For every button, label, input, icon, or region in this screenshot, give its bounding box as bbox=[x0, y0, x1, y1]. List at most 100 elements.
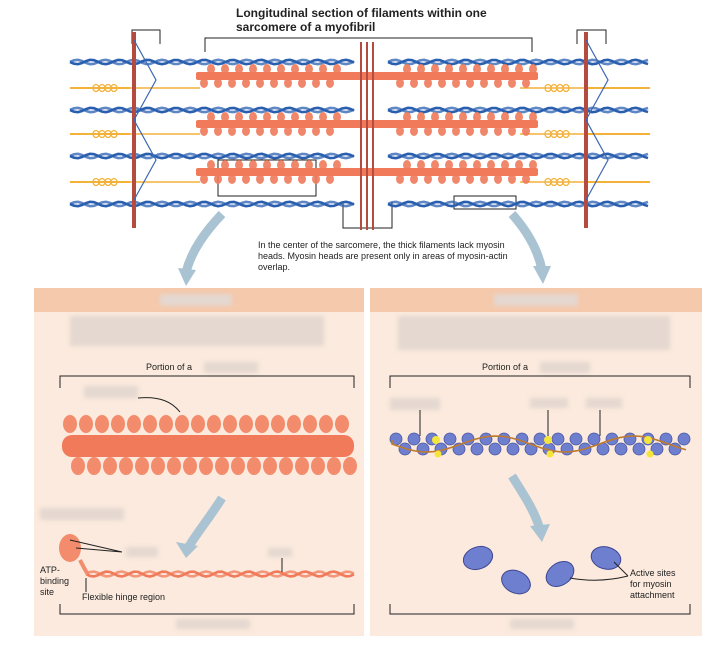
myosin-head bbox=[279, 457, 293, 475]
troponin bbox=[432, 436, 440, 444]
g-actin bbox=[560, 442, 574, 456]
myosin-head bbox=[271, 415, 285, 433]
leader-line bbox=[569, 561, 629, 581]
hidden-label bbox=[540, 362, 590, 373]
leader-line bbox=[69, 539, 123, 553]
myosin-head bbox=[119, 457, 133, 475]
g-actin-molecule bbox=[501, 569, 531, 595]
myosin-head bbox=[223, 415, 237, 433]
myosin-head bbox=[287, 415, 301, 433]
g-actin bbox=[614, 442, 628, 456]
hidden-label bbox=[586, 398, 622, 408]
portion-label-left: Portion of a bbox=[146, 362, 193, 372]
thin-filament bbox=[69, 200, 355, 208]
z-disc-link bbox=[133, 39, 157, 201]
g-actin-molecule bbox=[545, 561, 575, 587]
portion-label-right: Portion of a bbox=[482, 362, 529, 372]
myosin-head bbox=[303, 415, 317, 433]
hidden-label bbox=[40, 508, 124, 520]
myosin-head bbox=[167, 457, 181, 475]
hidden-label bbox=[510, 619, 574, 629]
thin-filament bbox=[69, 106, 355, 114]
myosin-head bbox=[135, 457, 149, 475]
myosin-head bbox=[327, 457, 341, 475]
myosin-head bbox=[207, 415, 221, 433]
g-actin-molecule bbox=[590, 546, 622, 570]
troponin bbox=[544, 436, 552, 444]
hinge bbox=[78, 559, 90, 576]
myosin-head bbox=[87, 457, 101, 475]
thin-filament bbox=[387, 58, 649, 66]
hidden-label bbox=[398, 316, 670, 350]
g-actin bbox=[551, 432, 565, 446]
atp-binding-label: ATP-binding site bbox=[40, 565, 70, 597]
myosin-head bbox=[151, 457, 165, 475]
hidden-label bbox=[176, 619, 250, 629]
g-actin bbox=[443, 432, 457, 446]
myosin-head bbox=[111, 415, 125, 433]
myosin-head bbox=[191, 415, 205, 433]
g-actin bbox=[470, 442, 484, 456]
z-line bbox=[584, 32, 588, 228]
myosin-head bbox=[127, 415, 141, 433]
thin-filament bbox=[69, 152, 355, 160]
myosin-head bbox=[239, 415, 253, 433]
myosin-head bbox=[71, 457, 85, 475]
g-actin bbox=[479, 432, 493, 446]
m-line bbox=[360, 42, 362, 230]
leader-line bbox=[419, 410, 601, 436]
myosin-head bbox=[215, 457, 229, 475]
myosin-head bbox=[247, 457, 261, 475]
myosin-head bbox=[319, 415, 333, 433]
hidden-label bbox=[268, 548, 292, 557]
troponin bbox=[644, 436, 652, 444]
hidden-label bbox=[84, 386, 138, 398]
troponin bbox=[546, 450, 554, 458]
hidden-label bbox=[530, 398, 568, 408]
g-actin bbox=[632, 442, 646, 456]
myosin-head bbox=[143, 415, 157, 433]
diagram-title: Longitudinal section of filaments within… bbox=[236, 6, 487, 34]
sarcomere-illustration bbox=[69, 29, 650, 286]
hidden-label bbox=[126, 547, 158, 557]
m-line bbox=[372, 42, 374, 230]
myosin-head bbox=[103, 457, 117, 475]
center-caption: In the center of the sarcomere, the thic… bbox=[258, 240, 508, 272]
m-line bbox=[366, 42, 368, 230]
myosin-head bbox=[95, 415, 109, 433]
thin-filament bbox=[387, 200, 649, 208]
hidden-label bbox=[204, 362, 258, 373]
leader-line bbox=[137, 397, 181, 413]
myosin-head bbox=[63, 415, 77, 433]
thin-filament bbox=[387, 106, 649, 114]
titin-coil bbox=[110, 177, 118, 187]
titin-coil bbox=[110, 129, 118, 139]
thin-filament bbox=[69, 58, 355, 66]
troponin bbox=[434, 450, 442, 458]
g-actin bbox=[569, 432, 583, 446]
myosin-head bbox=[295, 457, 309, 475]
myosin-head bbox=[311, 457, 325, 475]
hidden-label bbox=[390, 398, 440, 410]
g-actin bbox=[587, 432, 601, 446]
thick-filament-body bbox=[62, 435, 354, 457]
myosin-tail bbox=[85, 570, 355, 578]
myosin-head bbox=[231, 457, 245, 475]
hidden-label bbox=[70, 316, 324, 346]
troponin bbox=[646, 450, 654, 458]
myosin-head bbox=[175, 415, 189, 433]
titin-coil bbox=[110, 83, 118, 93]
hidden-label bbox=[494, 294, 578, 306]
g-actin-molecule bbox=[462, 545, 494, 571]
myosin-head bbox=[335, 415, 349, 433]
myosin-head bbox=[255, 415, 269, 433]
hidden-label bbox=[160, 294, 232, 306]
g-actin bbox=[650, 442, 664, 456]
myosin-head bbox=[263, 457, 277, 475]
hinge-label: Flexible hinge region bbox=[82, 592, 166, 602]
active-sites-label: Active sites for myosin attachment bbox=[630, 568, 676, 600]
myosin-head bbox=[79, 415, 93, 433]
g-actin bbox=[488, 442, 502, 456]
myosin-head bbox=[159, 415, 173, 433]
